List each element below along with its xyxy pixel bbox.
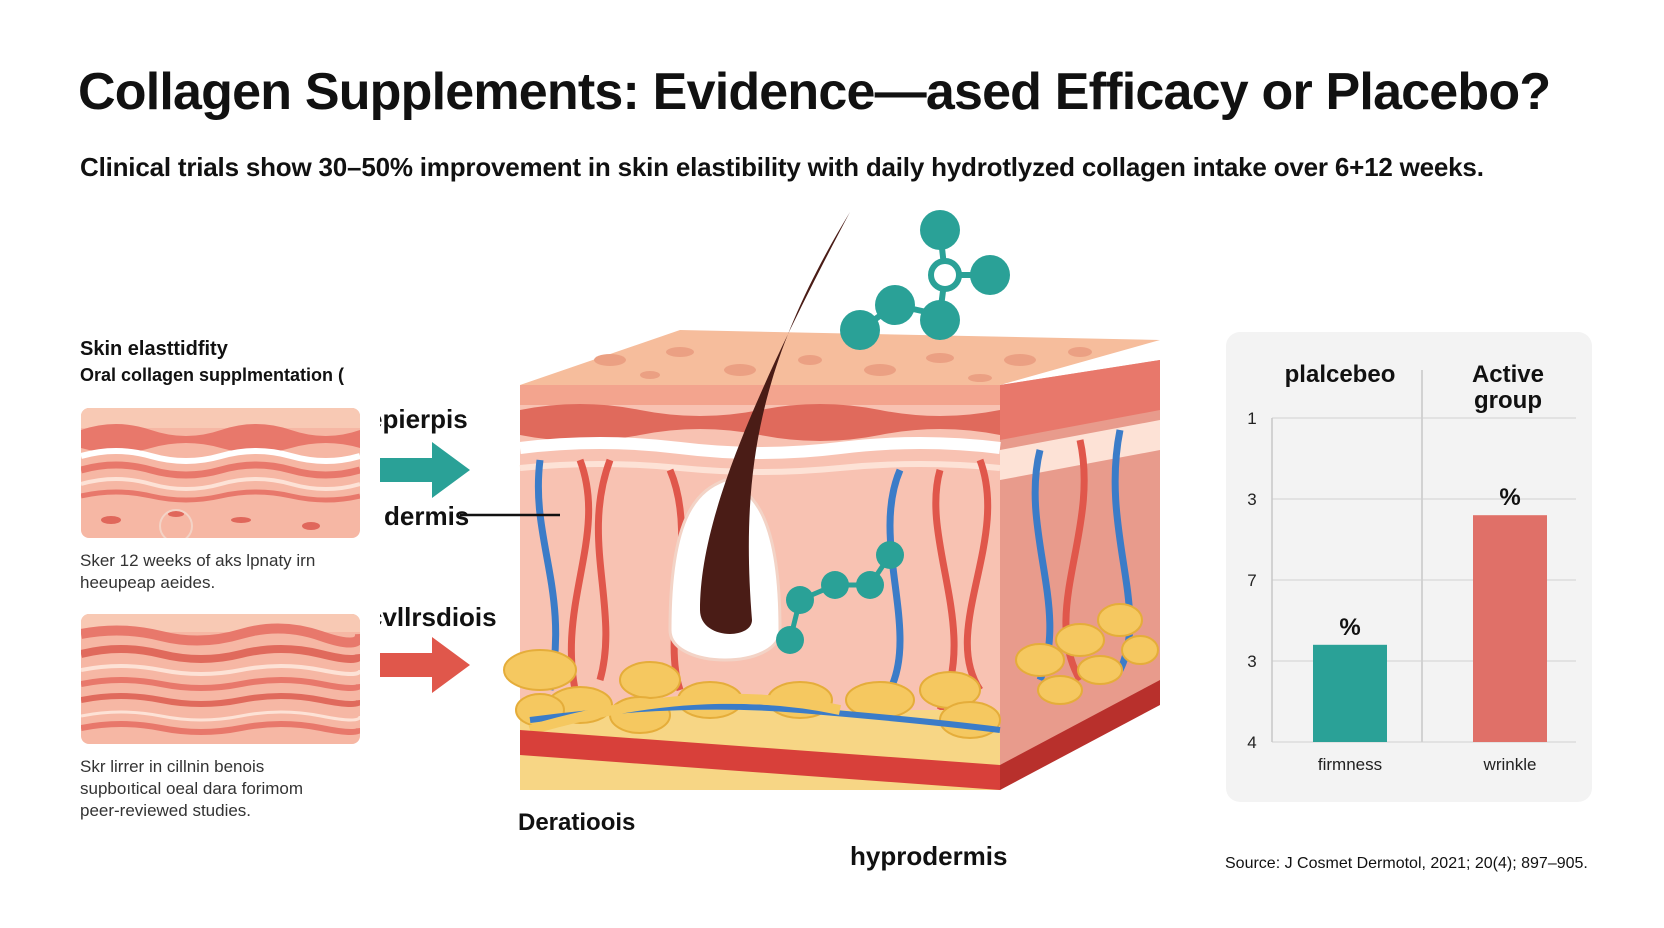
- chart-column-header: Active: [1472, 361, 1544, 388]
- caption-before-line-2: heeupeap aeides.: [80, 573, 216, 592]
- left-panel-heading: Skin elasttidfity Oral collagen supplmen…: [80, 336, 344, 388]
- bar-value-label: %: [1499, 484, 1520, 511]
- y-tick-label: 3: [1247, 652, 1256, 671]
- label-epidermis: epierpis: [380, 404, 468, 434]
- elasticity-heading: Skin elasttidfity: [80, 338, 228, 360]
- skin-layer-swatch-before: [81, 408, 360, 538]
- skin-layer-swatch-after: [81, 614, 360, 744]
- label-dermis: dermis: [384, 501, 469, 531]
- page-subtitle: Clinical trials show 30–50% improvement …: [80, 152, 1484, 182]
- page-title: Collagen Supplements: Evidence—ased Effi…: [78, 63, 1551, 121]
- hypodermis-arrow-icon: [380, 637, 470, 693]
- caption-before: Sker 12 weeks of aks lpnaty irn heeupeap…: [80, 550, 315, 594]
- label-hypodermis: hyprodermis: [850, 841, 1008, 871]
- caption-after: Skr lirrer in cillnin benois supboıtical…: [80, 756, 303, 822]
- label-arrow-bottom: cvllrsdiois: [380, 602, 497, 632]
- caption-after-line-2: supboıtical oeal dara forimom: [80, 779, 304, 798]
- chart-column-header: plalcebeo: [1285, 361, 1396, 388]
- skin-surface: [520, 330, 1160, 385]
- chart-column-header: group: [1474, 387, 1542, 414]
- source-citation: Source: J Cosmet Dermotol, 2021; 20(4); …: [1225, 855, 1588, 872]
- collagen-molecule-top: [840, 210, 1010, 350]
- label-bottom-left: Deratioois: [518, 809, 635, 836]
- y-tick-label: 4: [1247, 733, 1256, 752]
- y-tick-label: 7: [1247, 571, 1256, 590]
- epidermis-arrow-icon: [380, 442, 470, 498]
- caption-after-line-3: peer-reviewed studies.: [80, 801, 252, 820]
- x-category-label: firmness: [1318, 755, 1382, 774]
- y-tick-label: 1: [1247, 409, 1256, 428]
- skin-pores: [594, 347, 1092, 382]
- collagen-molecule-dermis: [776, 541, 904, 654]
- x-category-label: wrinkle: [1483, 755, 1537, 774]
- bar-value-label: %: [1339, 614, 1360, 641]
- caption-before-line-1: Sker 12 weeks of aks lpnaty irn: [80, 551, 316, 570]
- bar-firmness: [1313, 644, 1387, 742]
- skin-cross-section-diagram: epierpis dermis cvllrsdiois Deratioois h…: [380, 210, 1160, 871]
- y-tick-label: 3: [1247, 490, 1256, 509]
- bar-wrinkle: [1473, 515, 1547, 742]
- caption-after-line-1: Skr lirrer in cillnin benois: [80, 757, 265, 776]
- supplementation-subheading: Oral collagen supplmentation (: [80, 365, 345, 385]
- hair-shaft: [700, 212, 850, 634]
